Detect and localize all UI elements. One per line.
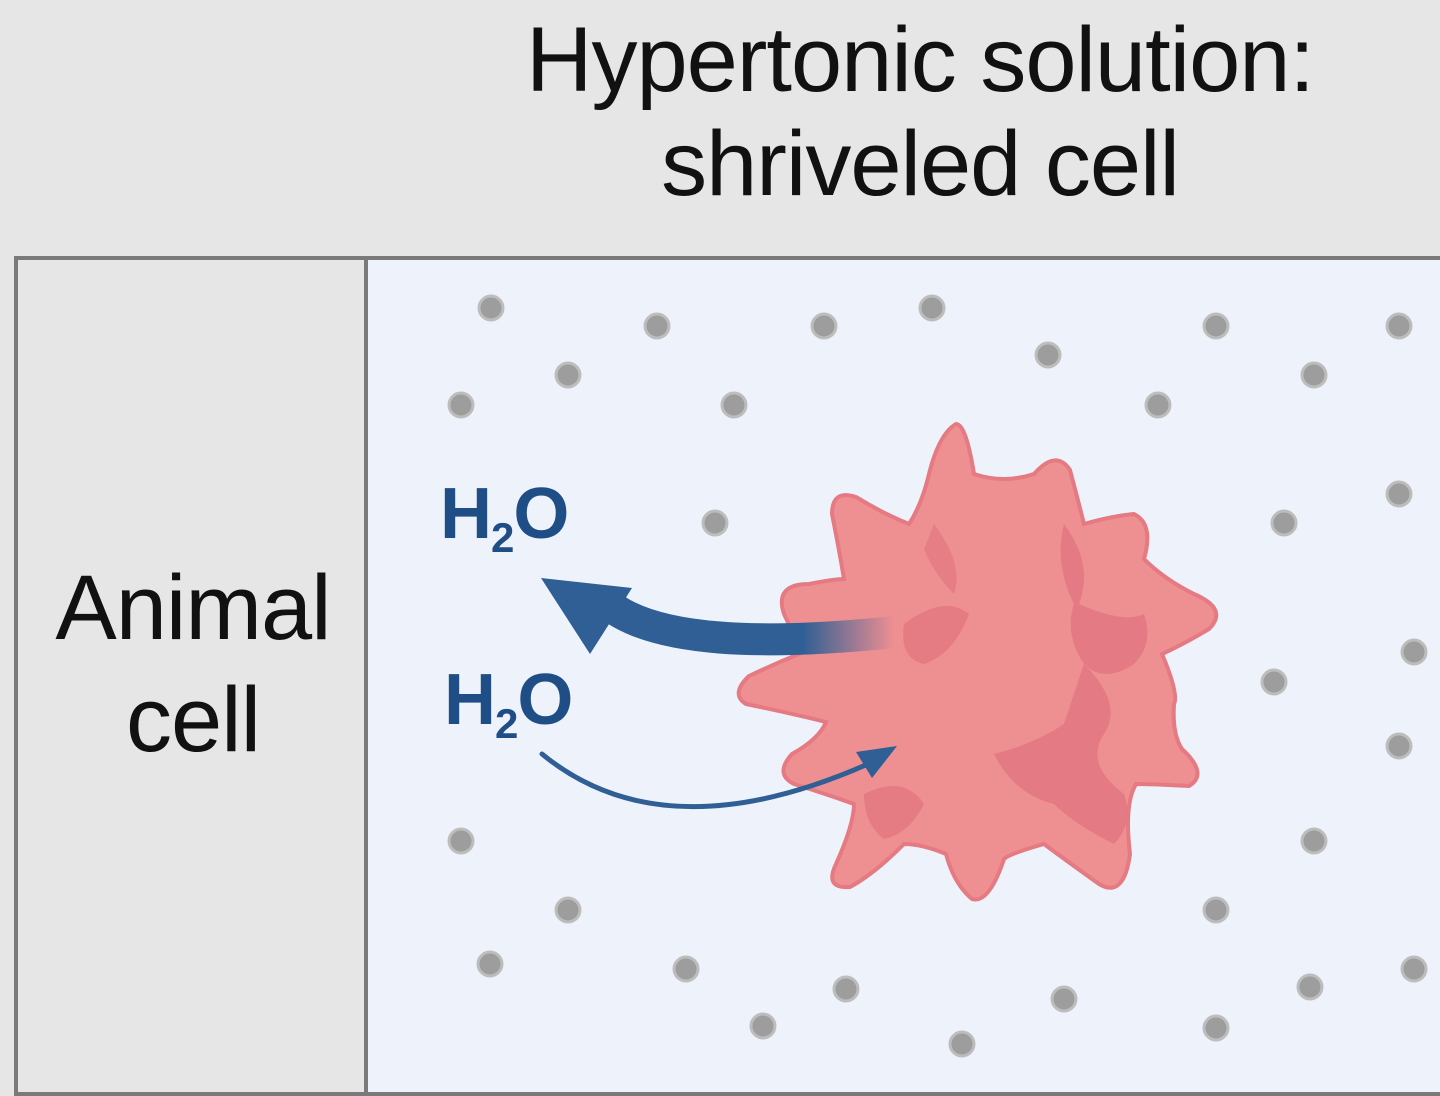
solute-particle-icon [1260,668,1288,696]
column-header: Hypertonic solution: shriveled cell [380,8,1440,216]
solute-particle-icon [447,391,475,419]
h2o-out-o: O [513,474,569,554]
solute-particle-icon [810,312,838,340]
solute-particle-icon [1050,985,1078,1013]
solute-particle-icon [1400,638,1428,666]
diagram-panel [364,256,1440,1096]
h2o-in-h: H [444,660,496,740]
solute-particle-icon [1296,973,1324,1001]
solute-particle-icon [832,975,860,1003]
solute-particle-icon [1300,827,1328,855]
solute-particle-icon [948,1030,976,1058]
solute-particle-icon [918,294,946,322]
water-out-label: H2O [440,478,569,574]
row-label-line-1: Animal [55,557,331,659]
solute-particle-icon [1202,1014,1230,1042]
solute-particle-icon [1385,480,1413,508]
row-header-label: Animal cell [18,552,368,776]
solute-particle-icon [1270,509,1298,537]
water-in-arrow-icon [539,746,897,810]
water-in-label: H2O [444,664,573,760]
solute-particle-icon [1385,732,1413,760]
h2o-in-o: O [517,660,573,740]
solute-particle-icon [701,509,729,537]
solute-particle-icon [643,312,671,340]
solute-particle-icon [1202,312,1230,340]
solute-particle-icon [477,294,505,322]
h2o-out-sub: 2 [491,514,514,561]
solute-particles [447,294,1428,1058]
solute-particle-icon [1385,312,1413,340]
solute-particle-icon [1034,341,1062,369]
solute-particle-icon [720,391,748,419]
diagram-illustration [447,294,1428,1058]
solute-particle-icon [749,1012,777,1040]
header-line-1: Hypertonic solution: [526,9,1315,111]
water-out-arrow-icon [541,578,910,656]
h2o-out-h: H [440,474,492,554]
solute-particle-icon [554,896,582,924]
row-label-line-2: cell [125,669,261,771]
shriveled-animal-cell-icon [736,421,1219,902]
solute-particle-icon [1202,896,1230,924]
solute-particle-icon [1300,361,1328,389]
h2o-in-sub: 2 [495,700,518,747]
row-header-cell [14,256,364,1096]
solute-particle-icon [672,955,700,983]
solute-particle-icon [476,950,504,978]
header-line-2: shriveled cell [661,113,1180,215]
solute-particle-icon [1400,955,1428,983]
solute-particle-icon [447,827,475,855]
solute-particle-icon [1144,391,1172,419]
solute-particle-icon [554,361,582,389]
